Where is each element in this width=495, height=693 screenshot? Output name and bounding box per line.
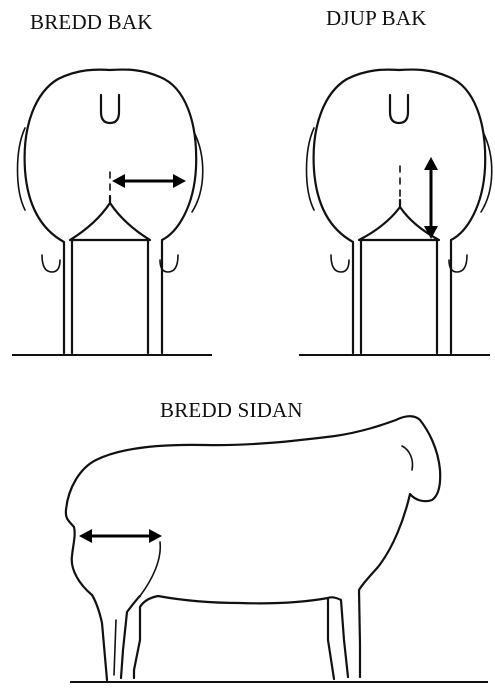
rear-inner-legs xyxy=(72,241,148,353)
rear-crotch xyxy=(70,196,150,240)
rear-inner-legs xyxy=(361,241,437,353)
side-ear-line xyxy=(402,446,413,470)
side-rear-leg-inner xyxy=(114,620,116,675)
side-body-outline xyxy=(66,416,440,680)
rear-body-outline xyxy=(314,70,486,353)
rear-right-thigh-line xyxy=(481,132,492,212)
side-view-panel xyxy=(66,416,488,682)
rear-right-thigh-line xyxy=(192,132,203,212)
rear-tail xyxy=(390,95,408,123)
rear-view-width-panel xyxy=(12,70,212,355)
rear-tail xyxy=(101,95,119,123)
rear-crotch xyxy=(359,200,439,240)
side-width-measurement-arrow xyxy=(79,529,162,543)
depth-measurement-arrow xyxy=(424,157,438,239)
side-belly xyxy=(134,596,328,678)
rear-left-hock xyxy=(42,255,60,272)
width-measurement-arrow xyxy=(112,174,186,188)
rear-view-depth-panel xyxy=(299,70,492,355)
side-front-leg xyxy=(328,597,348,679)
rear-body-outline xyxy=(25,70,197,353)
rear-left-hock xyxy=(331,255,349,272)
side-thigh-line xyxy=(140,542,160,596)
side-rear-leg xyxy=(121,596,140,678)
